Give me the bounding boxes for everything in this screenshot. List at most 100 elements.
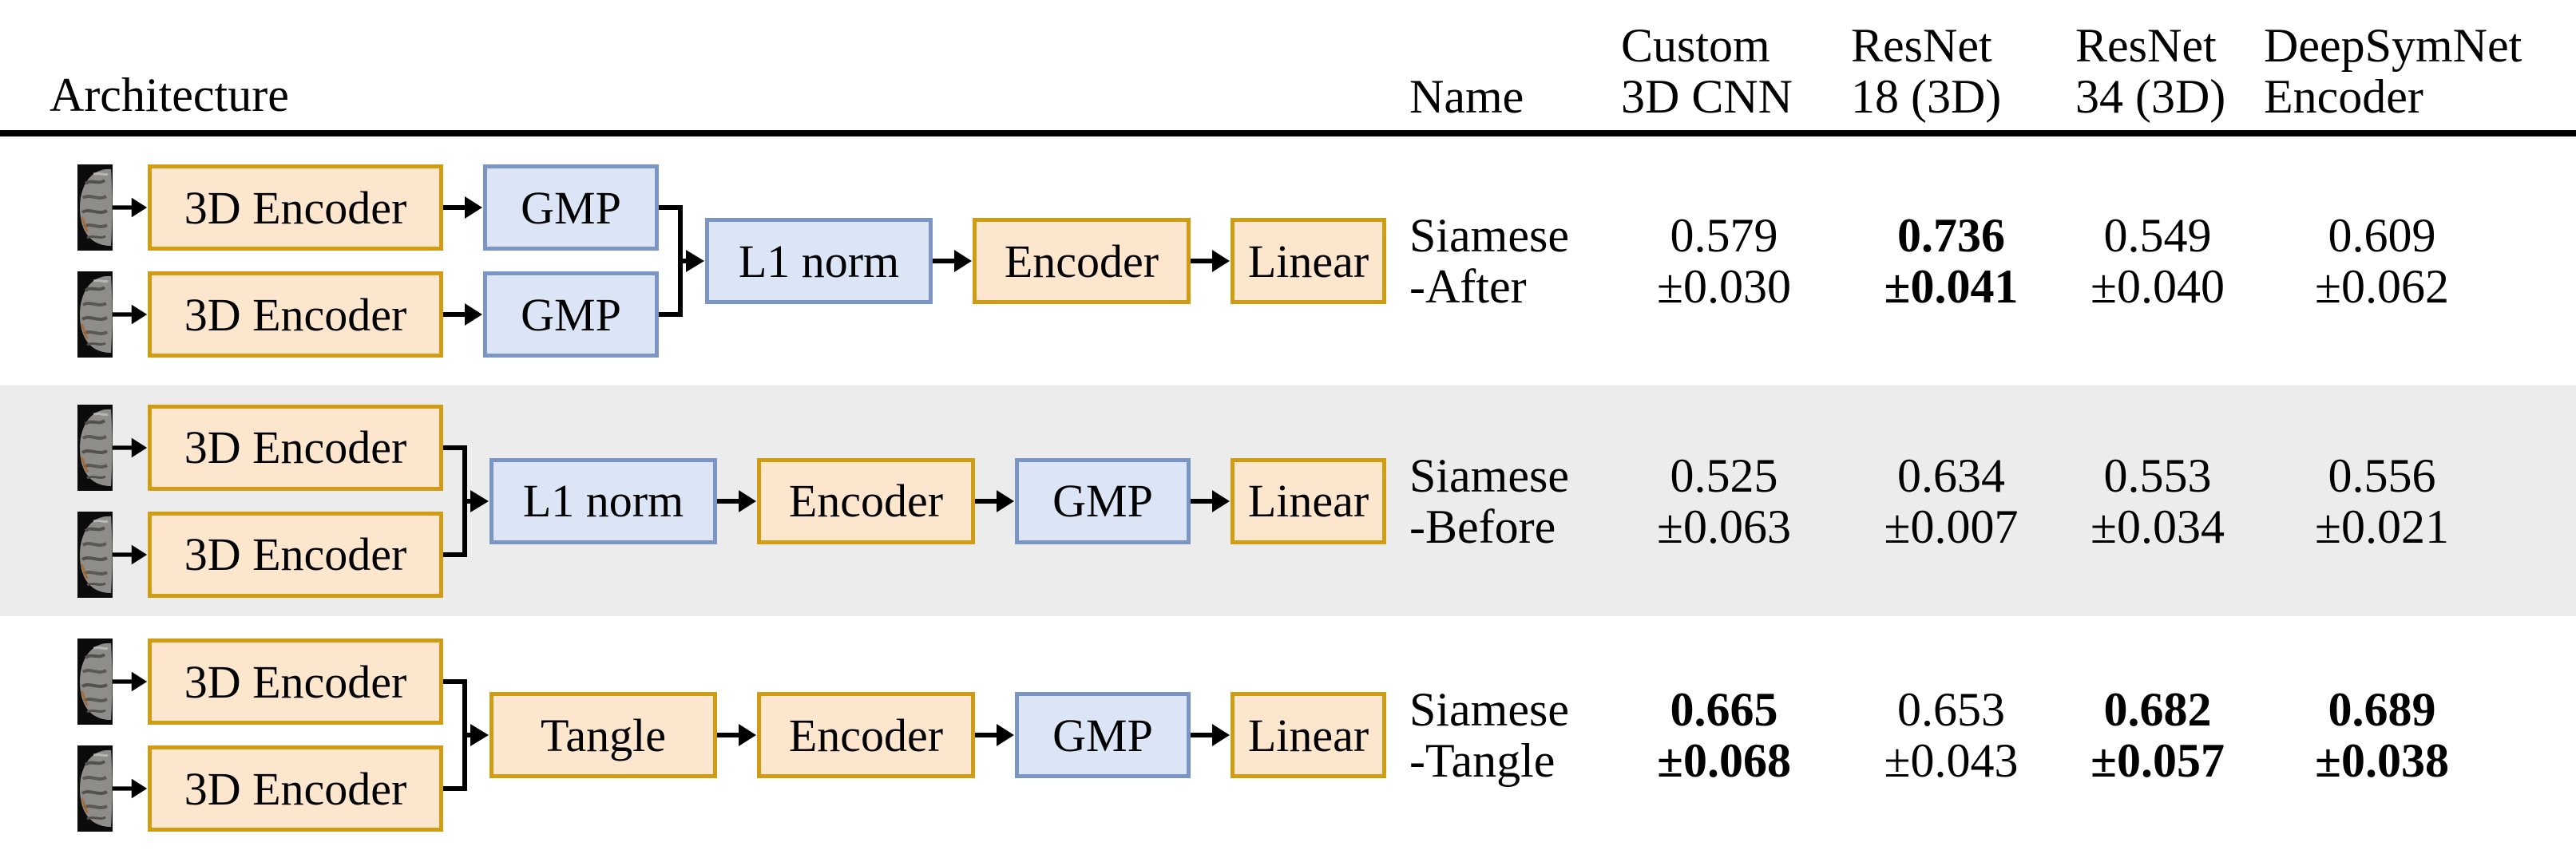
flow-arrow-icon [443,193,483,222]
box-3d-encoder: 3D Encoder [148,164,443,251]
metric-value: 0.553 ±0.034 [2063,450,2252,552]
siamese-branches: 3D Encoder GMP 3D Encoder GMP [77,164,659,358]
metric-value: 0.634 ±0.007 [1839,450,2063,552]
box-3d-encoder: 3D Encoder [148,404,443,491]
brain-mri-thumbnail [77,512,113,598]
siamese-branches: 3D Encoder 3D Encoder [77,639,443,832]
box-linear: Linear [1231,692,1386,778]
box-l1-norm: L1 norm [705,218,933,304]
model-name: Siamese -After [1409,210,1609,312]
row-values-siamese-tangle: Siamese -Tangle 0.665 ±0.068 0.653 ±0.04… [1409,684,2576,786]
name-column-header: Name [1409,70,1524,123]
metric-value: 0.682 ±0.057 [2063,684,2252,786]
merge-connector [443,639,489,832]
model-name: Siamese -Tangle [1409,684,1609,786]
metric-value: 0.579 ±0.030 [1609,210,1839,312]
branch-bottom: 3D Encoder GMP [77,271,659,358]
metric-std: ±0.007 [1884,500,2019,553]
column-header-deepsymnet-encoder: DeepSymNet Encoder [2252,20,2576,122]
metric-mean: 0.525 [1670,449,1778,502]
box-3d-encoder: 3D Encoder [148,271,443,358]
model-name-line2: -Tangle [1409,734,1556,787]
box-encoder: Encoder [757,692,975,778]
metric-mean: 0.653 [1897,683,2005,736]
metric-mean: 0.689 [2328,683,2436,736]
column-header-line1: DeepSymNet [2264,19,2522,72]
box-encoder: Encoder [973,218,1191,304]
metric-value: 0.549 ±0.040 [2063,210,2252,312]
box-3d-encoder: 3D Encoder [148,745,443,832]
metric-std: ±0.068 [1657,734,1791,787]
metric-std: ±0.034 [2091,500,2225,553]
metric-std: ±0.021 [2315,500,2449,553]
brain-mri-thumbnail [77,271,113,358]
brain-mri-thumbnail [77,745,113,832]
metric-std: ±0.038 [2315,734,2449,787]
column-header-line2: 3D CNN [1621,70,1793,123]
metric-std: ±0.057 [2091,734,2225,787]
brain-mri-thumbnail [77,164,113,251]
column-header-line2: 34 (3D) [2075,70,2226,123]
metric-value: 0.665 ±0.068 [1609,684,1839,786]
box-3d-encoder: 3D Encoder [148,511,443,598]
box-tangle: Tangle [489,692,717,778]
flow-arrow-icon [113,193,148,222]
table-header: Architecture Name Custom 3D CNN ResNet 1… [0,0,2576,136]
flow-arrow-icon [933,247,973,275]
box-encoder: Encoder [757,457,975,544]
metric-value: 0.736 ±0.041 [1839,210,2063,312]
box-gmp: GMP [483,271,659,358]
column-header-line1: Custom [1621,19,1770,72]
flow-arrow-icon [113,667,148,696]
flow-arrow-icon [1191,487,1231,516]
metric-mean: 0.609 [2328,209,2436,262]
model-name-line1: Siamese [1409,449,1569,502]
architecture-diagram-siamese-tangle: 3D Encoder 3D Encoder Tangle Encoder GMP… [77,639,1386,832]
metric-std: ±0.041 [1884,260,2019,313]
metric-value: 0.556 ±0.021 [2252,450,2576,552]
metric-value: 0.525 ±0.063 [1609,450,1839,552]
row-values-siamese-after: Siamese -After 0.579 ±0.030 0.736 ±0.041… [1409,210,2576,312]
branch-top: 3D Encoder [77,639,443,725]
box-linear: Linear [1231,218,1386,304]
merge-connector [659,164,705,358]
metric-mean: 0.736 [1897,209,2005,262]
metric-std: ±0.030 [1657,260,1791,313]
metric-mean: 0.579 [1670,209,1778,262]
column-header-resnet34-3d: ResNet 34 (3D) [2063,20,2252,122]
flow-arrow-icon [717,721,757,749]
metric-std: ±0.063 [1657,500,1791,553]
column-header-line1: ResNet [2075,19,2217,72]
flow-arrow-icon [113,300,148,329]
architecture-column-header: Architecture [50,69,289,121]
branch-top: 3D Encoder [77,404,443,491]
header-columns: Name Custom 3D CNN ResNet 18 (3D) ResNet… [1409,20,2576,122]
box-gmp: GMP [483,164,659,251]
metric-mean: 0.665 [1670,683,1778,736]
box-gmp: GMP [1015,692,1191,778]
box-l1-norm: L1 norm [489,457,717,544]
brain-mri-thumbnail [77,405,113,491]
model-name-line2: -After [1409,260,1527,313]
flow-arrow-icon [1191,721,1231,749]
metric-mean: 0.556 [2328,449,2436,502]
metric-value: 0.609 ±0.062 [2252,210,2576,312]
flow-arrow-icon [113,433,148,462]
metric-std: ±0.040 [2091,260,2225,313]
merge-connector [443,405,489,598]
row-values-siamese-before: Siamese -Before 0.525 ±0.063 0.634 ±0.00… [1409,450,2576,552]
flow-arrow-icon [717,487,757,516]
model-name: Siamese -Before [1409,450,1609,552]
flow-arrow-icon [975,721,1015,749]
column-header-line1: ResNet [1851,19,1992,72]
metric-std: ±0.043 [1884,734,2019,787]
table-row-siamese-tangle: 3D Encoder 3D Encoder Tangle Encoder GMP… [0,616,2576,854]
column-header-custom-3d-cnn: Custom 3D CNN [1609,20,1839,122]
siamese-branches: 3D Encoder 3D Encoder [77,404,443,598]
flow-arrow-icon [1191,247,1231,275]
table-row-siamese-before: 3D Encoder 3D Encoder L1 norm Encoder GM… [0,385,2576,616]
metric-mean: 0.553 [2103,449,2212,502]
box-gmp: GMP [1015,457,1191,544]
column-header-line2: Encoder [2264,70,2423,123]
